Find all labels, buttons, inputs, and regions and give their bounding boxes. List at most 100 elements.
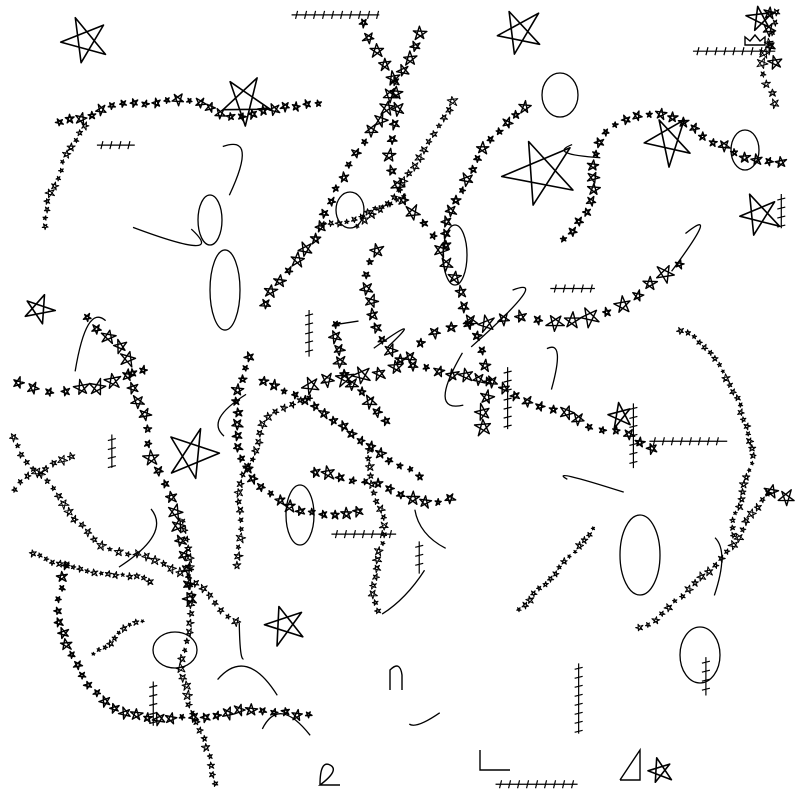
- star-icon: [410, 161, 420, 172]
- star-icon: [233, 551, 244, 561]
- star-icon: [547, 575, 555, 583]
- star-icon: [87, 110, 97, 120]
- star-icon: [320, 465, 335, 480]
- star-icon: [233, 488, 243, 498]
- star-icon: [141, 99, 150, 108]
- star-icon: [468, 164, 478, 174]
- star-icon: [174, 534, 188, 547]
- star-icon: [181, 680, 192, 691]
- star-icon: [367, 479, 376, 489]
- star-icon: [200, 734, 208, 742]
- star-icon: [151, 97, 161, 109]
- star-icon: [216, 607, 225, 615]
- star-icon: [396, 186, 404, 194]
- star-icon: [177, 653, 186, 664]
- curve-scribble: [261, 713, 311, 736]
- star-icon: [473, 418, 492, 437]
- curve-scribble: [563, 143, 601, 159]
- star-icon: [314, 220, 327, 233]
- curve-scribble: [671, 224, 702, 272]
- star-icon: [178, 673, 188, 683]
- star-icon: [88, 377, 107, 396]
- star-icon: [307, 507, 316, 516]
- ticked-line: [304, 309, 314, 357]
- ticked-line: [629, 403, 638, 469]
- curve-scribble: [408, 712, 441, 726]
- star-icon: [361, 32, 375, 45]
- star-icon: [556, 564, 562, 571]
- large-star-icon: [643, 119, 691, 168]
- star-icon: [37, 552, 43, 559]
- star-icon: [482, 376, 493, 387]
- star-icon: [372, 205, 378, 211]
- star-icon: [743, 422, 752, 431]
- star-icon: [138, 407, 153, 422]
- star-icon: [764, 156, 774, 167]
- star-icon: [51, 181, 60, 191]
- star-icon: [180, 518, 186, 525]
- star-icon: [70, 564, 77, 570]
- star-icon: [214, 107, 226, 120]
- star-icon: [82, 312, 92, 323]
- curve-scribble: [373, 328, 405, 349]
- star-icon: [254, 438, 264, 447]
- star-icon: [76, 565, 84, 573]
- star-icon: [318, 408, 330, 420]
- star-icon: [457, 301, 470, 314]
- star-icon: [366, 257, 374, 266]
- star-icon: [379, 100, 395, 116]
- star-icon: [727, 540, 739, 551]
- star-icon: [43, 206, 51, 214]
- star-icon: [256, 429, 265, 438]
- star-icon: [75, 129, 84, 137]
- star-icon: [684, 329, 692, 336]
- star-icon: [283, 499, 296, 513]
- star-icon: [306, 394, 314, 402]
- star-icon: [84, 568, 91, 574]
- star-icon: [318, 509, 328, 519]
- star-icon: [344, 161, 353, 169]
- star-icon: [372, 406, 384, 419]
- star-icon: [419, 495, 433, 509]
- star-icon: [112, 338, 128, 355]
- loop-scribble: [442, 224, 468, 286]
- loop-scribble: [197, 194, 223, 246]
- star-icon: [764, 489, 772, 497]
- star-icon: [559, 405, 576, 421]
- star-icon: [552, 570, 560, 578]
- large-star-icon: [170, 427, 221, 480]
- star-icon: [372, 498, 380, 505]
- star-icon: [350, 216, 358, 223]
- star-icon: [473, 402, 490, 421]
- star-icon: [475, 140, 490, 155]
- ticked-line: [149, 681, 158, 726]
- star-icon: [280, 387, 288, 395]
- star-icon: [328, 330, 342, 345]
- star-icon: [44, 188, 55, 199]
- star-icon: [444, 493, 457, 505]
- star-icon: [369, 243, 385, 258]
- star-icon: [348, 476, 358, 485]
- star-icon: [471, 330, 483, 342]
- star-icon: [129, 98, 139, 108]
- loop-scribble: [679, 626, 721, 684]
- star-icon: [28, 549, 37, 558]
- star-icon: [60, 385, 71, 397]
- star-icon: [181, 591, 197, 607]
- large-star-icon: [500, 140, 574, 206]
- star-icon: [211, 599, 219, 607]
- star-icon: [140, 574, 148, 581]
- letter-m-scribble: [389, 665, 403, 690]
- star-icon: [103, 372, 122, 389]
- star-icon: [49, 459, 58, 468]
- star-icon: [171, 93, 185, 107]
- star-icon: [767, 55, 783, 70]
- star-icon: [78, 521, 87, 529]
- ticked-line: [107, 434, 116, 469]
- star-icon: [763, 37, 774, 49]
- star-icon: [346, 428, 358, 439]
- curve-scribble: [713, 537, 723, 596]
- star-icon: [181, 563, 195, 577]
- star-icon: [17, 451, 25, 459]
- ticked-line: [777, 194, 786, 229]
